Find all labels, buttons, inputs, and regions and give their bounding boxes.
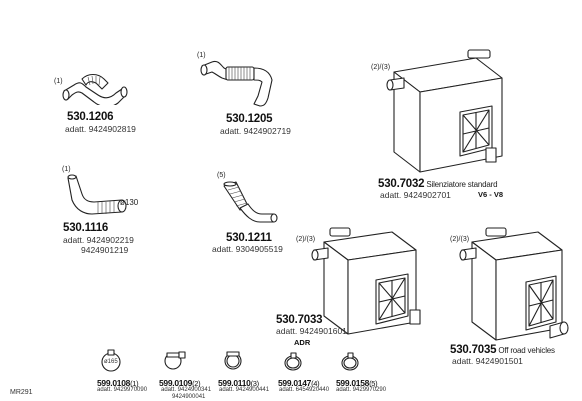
ref-599-0158: adatt. 9429970290 bbox=[336, 387, 387, 393]
ref-530-1211: adatt. 9304905519 bbox=[212, 244, 283, 254]
pipe-530-1206-drawing bbox=[62, 73, 128, 105]
clamp-599-0108-drawing bbox=[101, 349, 121, 372]
qty-530-1206: (1) bbox=[54, 78, 63, 85]
ref-599-0110: adatt. 9424900441 bbox=[219, 387, 270, 393]
code-530-1205: 530.1205 bbox=[226, 113, 273, 125]
code-530-1211: 530.1211 bbox=[226, 232, 272, 244]
qty-530-1116: (1) bbox=[62, 166, 71, 173]
pipe-530-1211-drawing bbox=[223, 181, 278, 223]
ref-599-0147: adatt. 6454920440 bbox=[279, 387, 330, 393]
code-599-0147: 599.0147(4) bbox=[278, 378, 320, 388]
diameter-530-1116: ø130 bbox=[120, 198, 139, 207]
ref1-530-1116: adatt. 9424902219 bbox=[63, 235, 134, 245]
muffler-530-7033-drawing bbox=[311, 227, 421, 335]
ref-530-7035: adatt. 9424901501 bbox=[452, 356, 523, 366]
ref1-599-0109: adatt. 9424900341 bbox=[161, 387, 212, 393]
code-599-0110: 599.0110(3) bbox=[218, 378, 259, 388]
ref2-599-0109: 9424900041 bbox=[172, 394, 206, 400]
qty-530-7035: (2)/(3) bbox=[450, 236, 470, 243]
ref-530-7032: adatt. 9424902701 bbox=[380, 190, 451, 200]
qty-530-1211: (5) bbox=[217, 172, 226, 179]
pipe-530-1205-drawing bbox=[200, 60, 273, 107]
qty-530-7032: (2)/(3) bbox=[371, 64, 391, 71]
code-599-0158: 599.0158(5) bbox=[336, 378, 378, 388]
clamp-599-0147-drawing bbox=[284, 352, 302, 371]
muffler-530-7032-drawing bbox=[386, 49, 503, 173]
pipe-530-1116-drawing bbox=[67, 174, 127, 215]
ref-530-1206: adatt. 9424902819 bbox=[65, 124, 136, 134]
clamp-599-0110-drawing bbox=[224, 351, 242, 370]
ref2-530-1116: 9424901219 bbox=[81, 245, 129, 255]
code-530-7033: 530.7033 bbox=[276, 314, 323, 326]
qty-530-1205: (1) bbox=[197, 52, 206, 59]
clamp-599-0158-drawing bbox=[341, 352, 359, 371]
code-530-1116: 530.1116 bbox=[63, 222, 109, 234]
muffler-530-7035-drawing bbox=[459, 227, 569, 341]
ref-530-1205: adatt. 9424902719 bbox=[220, 126, 291, 136]
clamp-599-0109-drawing bbox=[164, 351, 186, 370]
tag-530-7033: ADR bbox=[294, 338, 311, 347]
code-599-0109: 599.0109(2) bbox=[159, 378, 201, 388]
qty-530-7033: (2)/(3) bbox=[296, 236, 316, 243]
code-530-1206: 530.1206 bbox=[67, 111, 114, 123]
ref-530-7033: adatt. 9424901601 bbox=[276, 326, 347, 336]
diagram-id: MR291 bbox=[10, 389, 33, 396]
tag-530-7032: V6 - V8 bbox=[478, 190, 504, 199]
label-599-0108: ø165 bbox=[104, 359, 118, 365]
ref-599-0108: adatt. 9429970090 bbox=[97, 387, 148, 393]
code-599-0108: 599.0108(1) bbox=[97, 378, 139, 388]
